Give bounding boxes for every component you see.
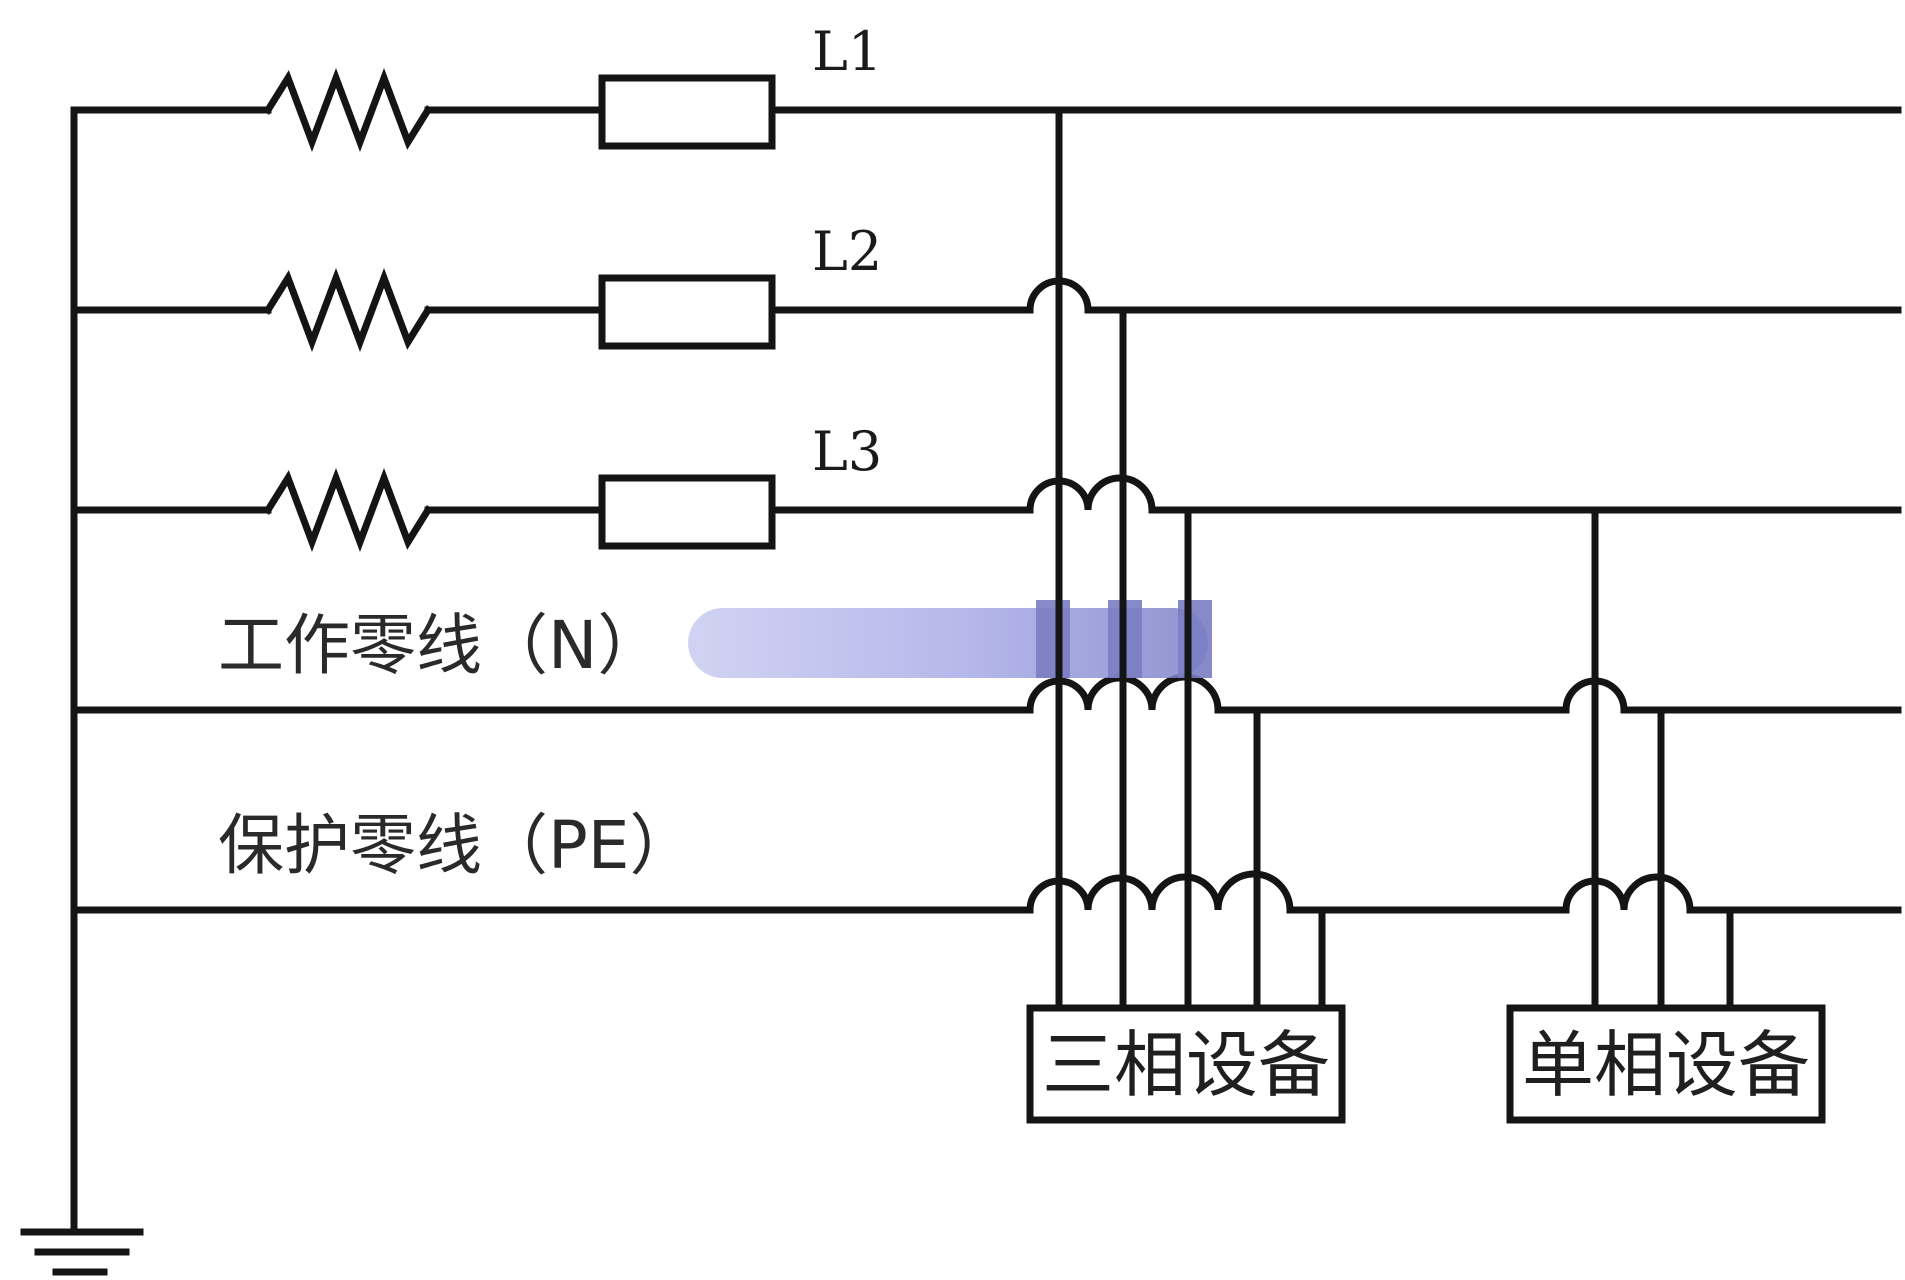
phase-l1-line xyxy=(70,68,1902,152)
three-phase-equipment-label: 三相设备 xyxy=(1042,1023,1330,1107)
label-l1: L1 xyxy=(812,20,882,83)
crossover-pe-single-phase-icon xyxy=(1562,873,1694,911)
single-phase-equipment-label: 单相设备 xyxy=(1522,1023,1810,1107)
label-protective-earth: 保护零线（PE） xyxy=(218,807,696,884)
label-l3: L3 xyxy=(812,420,882,483)
crossover-pe-three-phase-icon xyxy=(1026,870,1294,911)
phase-l3-line xyxy=(70,468,1902,552)
fuse-l2-icon xyxy=(598,274,776,350)
fuse-l1-icon xyxy=(598,74,776,150)
single-phase-drops xyxy=(1591,506,1734,1014)
blurred-watermark xyxy=(688,600,1212,678)
three-phase-equipment-box: 三相设备 xyxy=(1026,1004,1346,1124)
three-phase-drops xyxy=(1055,106,1326,1014)
resistor-l3-icon xyxy=(263,468,433,552)
label-neutral: 工作零线（N） xyxy=(218,607,663,684)
fuse-l3-icon xyxy=(598,474,776,550)
ground-icon xyxy=(20,1228,144,1276)
resistor-l1-icon xyxy=(263,68,433,152)
label-l2: L2 xyxy=(812,220,882,283)
single-phase-equipment-box: 单相设备 xyxy=(1506,1004,1826,1124)
resistor-l2-icon xyxy=(263,268,433,352)
crossover-l3-icon xyxy=(1026,474,1156,511)
protective-earth-line xyxy=(70,870,1902,914)
phase-l2-line xyxy=(70,268,1902,352)
